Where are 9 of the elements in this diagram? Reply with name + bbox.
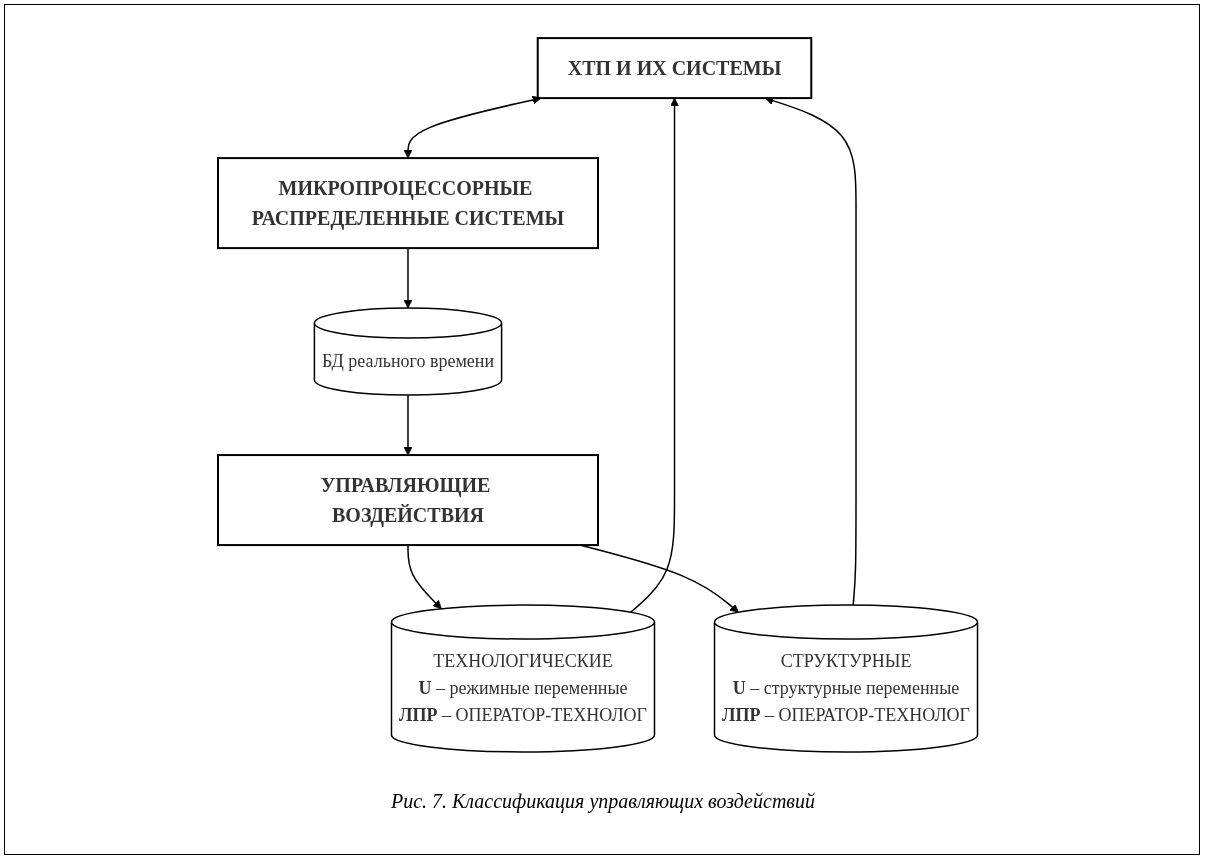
figure-caption: Рис. 7. Классификация управляющих воздействий (390, 790, 815, 813)
arrow (403, 394, 413, 456)
arrow (630, 97, 680, 613)
node-box: ХТП И ИХ СИСТЕМЫ (536, 37, 813, 100)
arrow (403, 95, 542, 159)
node-box: УПРАВЛЯЮЩИЕ ВОЗДЕЙСТВИЯ (217, 454, 600, 547)
arrow (407, 544, 442, 610)
node-box: МИКРОПРОЦЕССОРНЫЕ РАСПРЕДЕЛЕННЫЕ СИСТЕМЫ (217, 157, 600, 250)
arrow (403, 247, 413, 309)
